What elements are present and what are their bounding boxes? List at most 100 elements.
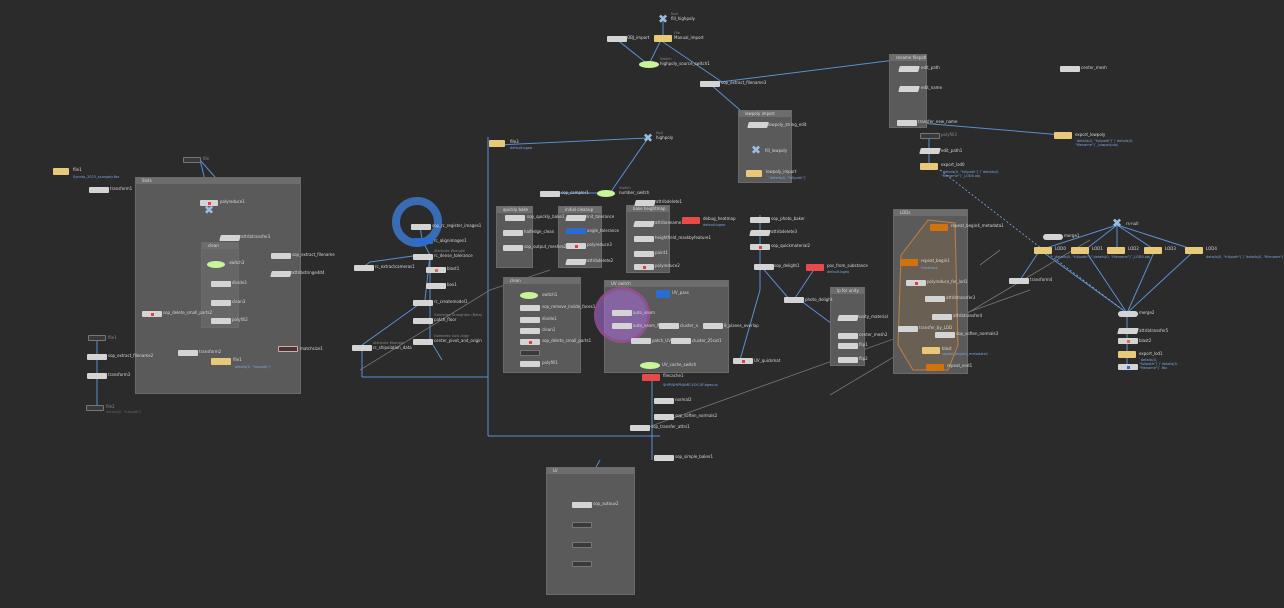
node-edit-path1[interactable] [919, 148, 941, 154]
node-uv-pass[interactable] [656, 290, 670, 298]
node-sop-extract-filename2[interactable] [87, 354, 107, 360]
node-sop-delight1[interactable] [754, 264, 774, 270]
node-attribtransfer3[interactable] [219, 235, 241, 241]
node-number-switch[interactable] [597, 190, 615, 197]
node-center-pivot[interactable] [413, 339, 433, 345]
node-attribtransfer5[interactable] [1117, 328, 1139, 334]
node-lod1[interactable] [1071, 247, 1089, 254]
node-file1[interactable] [53, 168, 69, 175]
node-blast2[interactable] [1118, 338, 1138, 344]
node-sop-quickmaterial2[interactable] [750, 244, 770, 250]
node-rs-null[interactable]: ✖ [1111, 216, 1123, 230]
node-sop-delete-small-parts1[interactable] [520, 339, 540, 345]
node-flip2[interactable] [838, 357, 858, 363]
node-sop-remove-inside-faces[interactable] [520, 305, 540, 311]
node-divide3[interactable] [211, 281, 231, 287]
node-attribdelete2[interactable] [565, 259, 587, 265]
node-filecache1[interactable] [642, 374, 660, 381]
node-attribtransfer3-lod[interactable] [925, 296, 945, 302]
node-transform2[interactable] [178, 350, 198, 356]
node-disabled[interactable] [520, 350, 540, 356]
node-init-tolerance[interactable] [565, 215, 587, 221]
node-sop-rc-register-images[interactable] [411, 224, 431, 230]
node-debug-heatmap[interactable] [682, 217, 700, 224]
node-pos-from-substance[interactable] [806, 264, 824, 271]
node-attribrename1[interactable] [633, 221, 655, 227]
node-rc-shipolation-data[interactable] [352, 345, 372, 351]
node-edit-name[interactable] [898, 86, 920, 92]
node-matchsize1[interactable] [278, 346, 298, 352]
node-highpoly-source-switch[interactable] [639, 61, 659, 68]
node-file-top[interactable] [183, 157, 201, 163]
node-cluster-x[interactable] [659, 323, 679, 329]
node-heightfield-mask[interactable] [634, 236, 654, 242]
node-lod0[interactable] [1034, 247, 1052, 254]
node-export-lod1[interactable] [1118, 351, 1136, 358]
node-uv-cache-switch[interactable] [640, 362, 660, 369]
node-lowpoly-string-edit[interactable] [747, 122, 769, 128]
node-file3[interactable] [489, 140, 505, 147]
node-sop-transfer-attrs[interactable] [630, 425, 650, 431]
node-repeat-begin1[interactable] [900, 259, 918, 266]
node-fill-lowpoly[interactable]: ✖ [750, 143, 762, 157]
node-flip1[interactable] [838, 343, 858, 349]
node-polyreduce-for-lod[interactable] [906, 280, 926, 286]
node-clean1[interactable] [520, 328, 540, 334]
node-merge2[interactable] [1118, 311, 1138, 317]
node-divide1[interactable] [520, 317, 540, 323]
node-sop-sampler[interactable] [540, 191, 560, 197]
node-lv-2[interactable] [572, 522, 592, 528]
node-center-mesh2[interactable] [838, 333, 858, 339]
node-sop-simple-baker[interactable] [654, 455, 674, 461]
node-clean3[interactable] [211, 300, 231, 306]
node-lv-4[interactable] [572, 561, 592, 567]
node-sop-autouv2[interactable] [572, 502, 592, 508]
node-polyreduce1[interactable] [200, 200, 218, 206]
node-sop-soften-normals2[interactable] [654, 414, 674, 420]
node-transform1[interactable] [89, 187, 109, 193]
node-unity-material[interactable] [837, 315, 859, 321]
node-file-l1[interactable] [88, 335, 106, 341]
node-manual-import[interactable] [654, 35, 672, 42]
node-switch1[interactable] [520, 292, 538, 299]
node-transfer-by-lod[interactable] [898, 326, 918, 332]
node-center-mesh[interactable] [1060, 66, 1080, 72]
node-rc-alignimages[interactable] [413, 238, 433, 244]
node-edit-path[interactable] [898, 66, 920, 72]
node-rop-output[interactable] [1118, 364, 1138, 370]
node-patch-floor[interactable] [413, 318, 433, 324]
node-lod4[interactable] [1185, 247, 1203, 254]
node-lowpoly-import[interactable] [746, 170, 762, 177]
node-export-lod0[interactable] [920, 163, 938, 170]
node-box1[interactable] [426, 283, 446, 289]
node-blast-lod[interactable] [922, 347, 940, 354]
node-auto-seam[interactable] [612, 310, 632, 316]
node-sop-delete-small-parts2[interactable] [142, 311, 162, 317]
node-lod2[interactable] [1107, 247, 1125, 254]
null-node-icon[interactable]: ✖ [203, 203, 215, 217]
node-attribdelete1[interactable] [634, 200, 656, 206]
node-transform3[interactable] [87, 373, 107, 379]
node-highpoly[interactable]: ✖ [642, 131, 654, 145]
node-fill-highpoly[interactable]: ✖ [657, 12, 669, 26]
node-repeat-end1[interactable] [926, 364, 944, 371]
node-rc-dense-tolerance[interactable] [413, 254, 433, 260]
node-polyreduce3[interactable] [566, 243, 586, 249]
network-box-clean-2[interactable]: clean [503, 277, 581, 373]
node-polyfill2[interactable] [211, 318, 231, 324]
node-normal2[interactable] [654, 398, 674, 404]
node-paint1[interactable] [634, 251, 654, 257]
node-rc-createmodel[interactable] [413, 300, 433, 306]
node-polyfill3[interactable] [920, 133, 940, 139]
node-lod3[interactable] [1144, 247, 1162, 254]
node-uv-quickmat[interactable] [733, 358, 753, 364]
node-transform4[interactable] [1009, 278, 1029, 284]
node-rc-extractcameras[interactable] [354, 265, 374, 271]
node-sop-soften-normals3[interactable] [935, 332, 955, 338]
node-sop-photo-baker[interactable] [750, 217, 770, 223]
node-angle-tolerance[interactable] [566, 228, 586, 234]
node-patch-uvs[interactable] [631, 338, 651, 344]
node-transfer-new-name[interactable] [897, 120, 917, 126]
node-attribtransfer4[interactable] [932, 314, 952, 320]
node-sop-output-meshes2[interactable] [503, 245, 523, 251]
